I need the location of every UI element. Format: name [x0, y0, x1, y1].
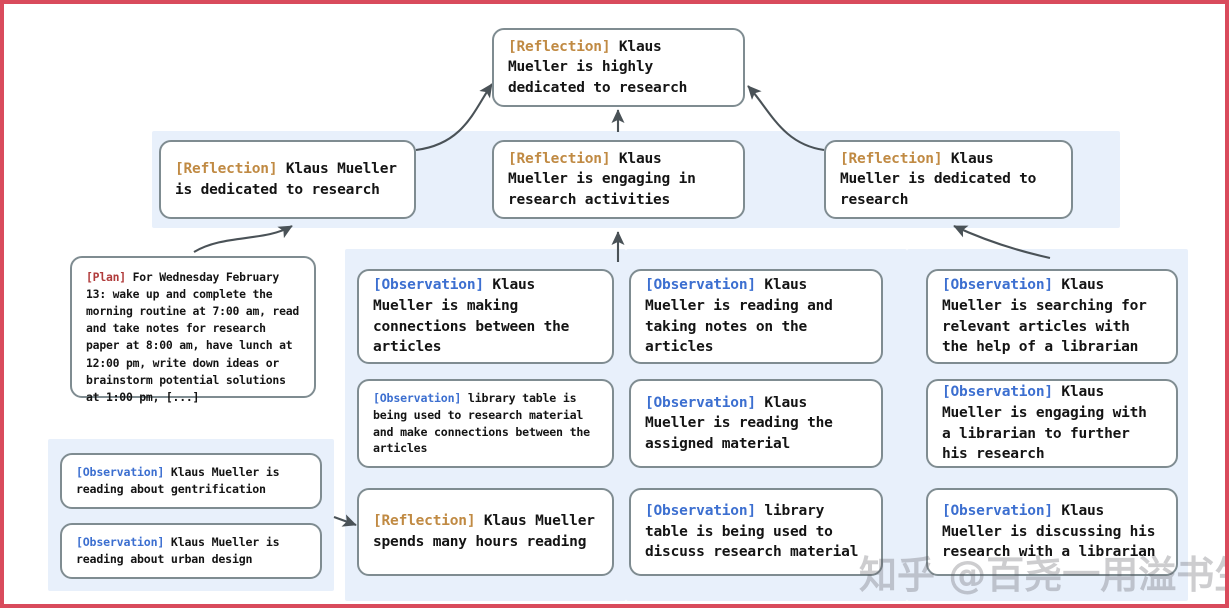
tag-observation: [Observation] [645, 277, 756, 294]
tag-observation: [Observation] [645, 394, 756, 411]
node-body: For Wednesday February 13: wake up and c… [86, 270, 300, 404]
node-text: [Observation] Klaus Mueller is engaging … [942, 382, 1162, 464]
node-col-a-2[interactable]: [Observation] library table is being use… [357, 379, 614, 468]
tag-observation: [Observation] [76, 465, 165, 480]
node-body: Klaus Mueller is dedicated to research [840, 150, 1037, 208]
node-reflection-left[interactable]: [Reflection] Klaus Mueller is dedicated … [159, 140, 416, 219]
node-body: library table is being used to research … [373, 390, 590, 456]
node-body: Klaus Mueller is reading and taking note… [645, 277, 833, 356]
node-text: [Observation] Klaus Mueller is reading a… [76, 464, 306, 498]
node-text: [Reflection] Klaus Mueller is highly ded… [508, 37, 729, 99]
node-text: [Observation] library table is being use… [373, 390, 598, 457]
node-text: [Observation] Klaus Mueller is discussin… [942, 501, 1162, 563]
node-col-b-3[interactable]: [Observation] library table is being use… [629, 488, 883, 576]
node-text: [Reflection] Klaus Mueller spends many h… [373, 511, 598, 552]
node-root-reflection[interactable]: [Reflection] Klaus Mueller is highly ded… [492, 28, 745, 107]
tag-observation: [Observation] [942, 384, 1053, 401]
tag-reflection: [Reflection] [508, 150, 611, 167]
tag-reflection: [Reflection] [175, 160, 278, 177]
node-col-c-3[interactable]: [Observation] Klaus Mueller is discussin… [926, 488, 1178, 576]
node-body: Klaus Mueller is discussing his research… [942, 503, 1156, 561]
tag-reflection: [Reflection] [373, 513, 476, 530]
node-col-c-2[interactable]: [Observation] Klaus Mueller is engaging … [926, 379, 1178, 468]
node-body: Klaus Mueller is reading about urban des… [76, 535, 280, 566]
node-col-b-1[interactable]: [Observation] Klaus Mueller is reading a… [629, 269, 883, 364]
node-body: Klaus Mueller is reading the assigned ma… [645, 394, 833, 452]
node-text: [Observation] Klaus Mueller is searching… [942, 275, 1162, 357]
node-text: [Plan] For Wednesday February 13: wake u… [86, 269, 300, 406]
node-plan[interactable]: [Plan] For Wednesday February 13: wake u… [70, 256, 316, 404]
node-text: [Observation] Klaus Mueller is reading a… [645, 275, 867, 357]
node-reflection-right[interactable]: [Reflection] Klaus Mueller is dedicated … [824, 140, 1073, 219]
node-text: [Reflection] Klaus Mueller is engaging i… [508, 149, 729, 211]
node-text: [Observation] Klaus Mueller is reading a… [76, 534, 306, 568]
node-body: library table is being used to discuss r… [645, 503, 859, 561]
node-body: Klaus Mueller is reading about gentrific… [76, 465, 280, 496]
node-col-a-3[interactable]: [Reflection] Klaus Mueller spends many h… [357, 488, 614, 576]
node-body: Klaus Mueller spends many hours reading [373, 513, 595, 550]
node-left-observation-2[interactable]: [Observation] Klaus Mueller is reading a… [60, 523, 322, 579]
node-body: Klaus Mueller is engaging in research ac… [508, 150, 696, 208]
node-text: [Reflection] Klaus Mueller is dedicated … [175, 159, 400, 200]
node-col-a-1[interactable]: [Observation] Klaus Mueller is making co… [357, 269, 614, 364]
node-body: Klaus Mueller is highly dedicated to res… [508, 38, 688, 96]
node-text: [Observation] Klaus Mueller is reading t… [645, 393, 867, 455]
tag-observation: [Observation] [76, 535, 165, 550]
node-col-b-2[interactable]: [Observation] Klaus Mueller is reading t… [629, 379, 883, 468]
tag-plan: [Plan] [86, 270, 126, 284]
node-body: Klaus Mueller is engaging with a librari… [942, 384, 1147, 463]
tag-reflection: [Reflection] [508, 38, 611, 55]
node-left-observation-1[interactable]: [Observation] Klaus Mueller is reading a… [60, 453, 322, 509]
tag-reflection: [Reflection] [840, 150, 943, 167]
tag-observation: [Observation] [373, 390, 462, 405]
node-col-c-1[interactable]: [Observation] Klaus Mueller is searching… [926, 269, 1178, 364]
tag-observation: [Observation] [942, 503, 1053, 520]
node-text: [Observation] Klaus Mueller is making co… [373, 275, 598, 357]
tag-observation: [Observation] [373, 277, 484, 294]
tag-observation: [Observation] [645, 503, 756, 520]
node-text: [Observation] library table is being use… [645, 501, 867, 563]
node-text: [Reflection] Klaus Mueller is dedicated … [840, 149, 1057, 211]
node-body: Klaus Mueller is making connections betw… [373, 277, 570, 356]
tag-observation: [Observation] [942, 277, 1053, 294]
node-body: Klaus Mueller is searching for relevant … [942, 277, 1147, 356]
node-reflection-middle[interactable]: [Reflection] Klaus Mueller is engaging i… [492, 140, 745, 219]
node-body: Klaus Mueller is dedicated to research [175, 160, 397, 198]
